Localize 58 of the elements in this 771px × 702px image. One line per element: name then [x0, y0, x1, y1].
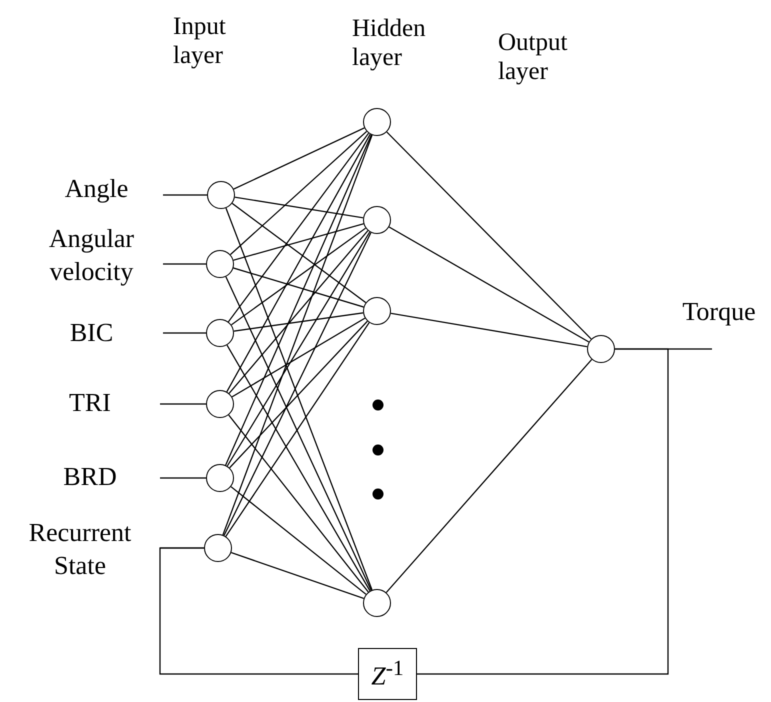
- connection-line: [160, 477, 206, 479]
- connection-line: [234, 196, 364, 218]
- connection-line: [226, 232, 370, 466]
- input-label: Angle: [64, 173, 130, 205]
- connection-line: [417, 348, 669, 675]
- neuron-circle: [587, 335, 615, 363]
- connection-line: [234, 312, 364, 332]
- connection-line: [230, 486, 366, 595]
- layer-heading: Output layer: [498, 28, 568, 86]
- connection-line: [231, 552, 364, 599]
- input-label: TRI: [68, 387, 112, 419]
- connection-line: [225, 322, 370, 537]
- connection-line: [225, 134, 372, 466]
- neuron-circle: [206, 464, 234, 492]
- connection-line: [233, 223, 364, 261]
- connection-line: [390, 312, 588, 348]
- input-label: Angular velocity: [48, 223, 136, 288]
- connection-line: [222, 134, 373, 536]
- neuron-circle: [206, 390, 234, 418]
- connection-line: [231, 228, 366, 326]
- neuron-circle: [206, 319, 234, 347]
- layer-heading: Input layer: [173, 12, 227, 70]
- connection-line: [225, 208, 373, 590]
- connection-line: [233, 267, 364, 308]
- connection-line: [230, 130, 367, 256]
- output-label: Torque: [681, 296, 757, 328]
- connection-line: [159, 547, 358, 675]
- layer-heading: Hidden layer: [352, 14, 427, 72]
- connection-line: [160, 403, 206, 405]
- connection-line: [228, 132, 370, 322]
- neuron-circle: [363, 297, 391, 325]
- neuron-circle: [363, 589, 391, 617]
- input-label: Recurrent State: [28, 517, 132, 582]
- connection-line: [388, 226, 590, 343]
- input-label: BRD: [62, 461, 118, 493]
- connection-line: [386, 132, 592, 340]
- connection-line: [224, 232, 372, 536]
- connection-line: [233, 127, 365, 190]
- connection-line: [163, 332, 206, 334]
- connection-line: [226, 344, 371, 592]
- neuron-circle: [207, 181, 235, 209]
- connection-line: [386, 359, 592, 593]
- neuron-circle: [204, 534, 232, 562]
- connection-line: [229, 320, 368, 468]
- connection-line: [163, 263, 206, 265]
- neuron-circle: [206, 250, 234, 278]
- connection-line: [226, 134, 371, 392]
- input-label: BIC: [68, 317, 114, 349]
- connection-line: [228, 414, 369, 592]
- connection-line: [225, 276, 372, 591]
- delay-box: [358, 648, 417, 700]
- connection-line: [163, 194, 207, 196]
- neuron-circle: [363, 108, 391, 136]
- connection-line: [232, 202, 366, 304]
- connection-line: [232, 318, 366, 398]
- connection-line: [228, 230, 368, 394]
- neuron-circle: [363, 206, 391, 234]
- delay-operator: Z$^{-1}$: [371, 656, 404, 692]
